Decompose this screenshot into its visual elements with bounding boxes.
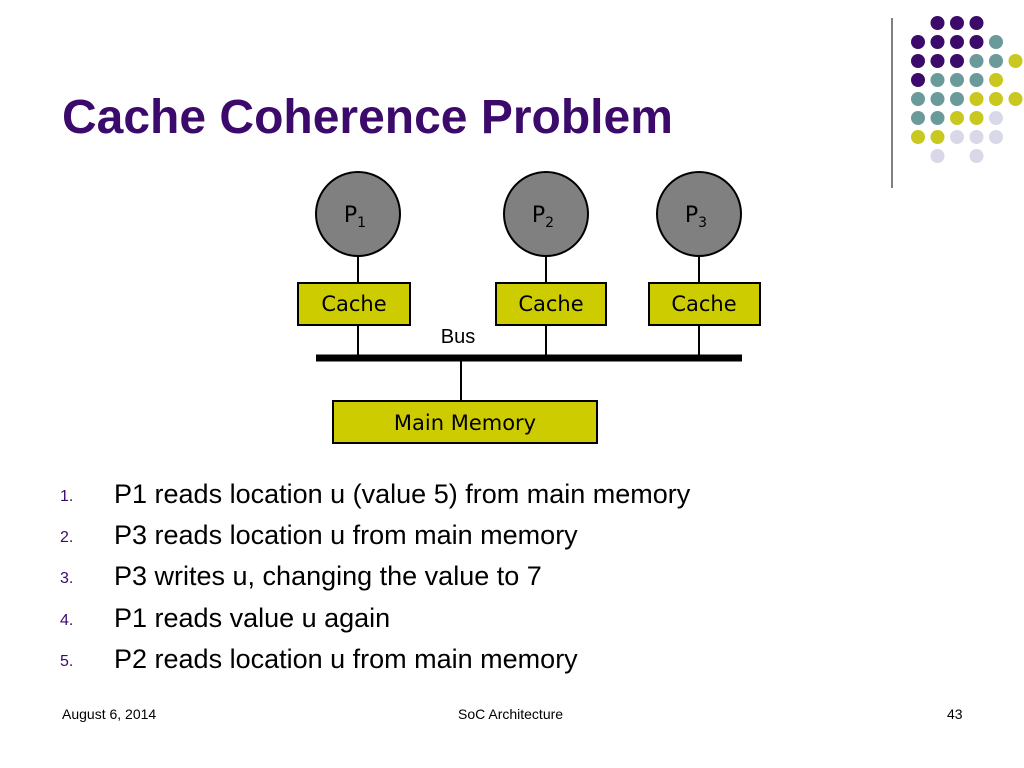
decorative-dot bbox=[911, 92, 925, 106]
decorative-dot bbox=[930, 73, 945, 87]
decorative-dot bbox=[1008, 54, 1023, 68]
list-item: 4. P1 reads value u again bbox=[60, 600, 690, 641]
decorative-dot bbox=[969, 35, 984, 49]
decorative-dot bbox=[950, 54, 964, 68]
list-item: 1. P1 reads location u (value 5) from ma… bbox=[60, 476, 690, 517]
list-item: 2. P3 reads location u from main memory bbox=[60, 517, 690, 558]
decorative-dot bbox=[969, 111, 984, 125]
processor-p1-subscript: 1 bbox=[357, 215, 366, 231]
decorative-dot bbox=[989, 54, 1003, 68]
decorative-dot bbox=[950, 92, 964, 106]
decorative-dot bbox=[930, 54, 945, 68]
main-memory: Main Memory bbox=[332, 400, 598, 444]
processor-p3-subscript: 3 bbox=[698, 215, 707, 231]
svg-text:P1: P1 bbox=[344, 203, 366, 231]
slide-title: Cache Coherence Problem bbox=[62, 91, 673, 144]
footer-date: August 6, 2014 bbox=[62, 706, 157, 722]
step-text: P2 reads location u from main memory bbox=[114, 643, 578, 674]
decorative-dot bbox=[911, 130, 925, 144]
step-number: 5. bbox=[60, 652, 74, 670]
processor-p1-label: P bbox=[344, 203, 357, 228]
step-number: 2. bbox=[60, 529, 74, 547]
decorative-dot bbox=[989, 35, 1003, 49]
decorative-dot bbox=[930, 35, 945, 49]
step-number: 3. bbox=[60, 570, 74, 588]
decorative-dot bbox=[989, 92, 1003, 106]
processor-p2-subscript: 2 bbox=[545, 215, 554, 231]
decorative-dot bbox=[950, 73, 964, 87]
bus-label: Bus bbox=[441, 326, 475, 348]
svg-text:P3: P3 bbox=[685, 203, 707, 231]
decorative-dot bbox=[969, 73, 984, 87]
decorative-dot bbox=[969, 149, 984, 163]
step-number: 4. bbox=[60, 611, 74, 629]
cache-1-label: Cache bbox=[321, 292, 386, 316]
list-item: 3. P3 writes u, changing the value to 7 bbox=[60, 558, 690, 599]
decorative-dot bbox=[911, 111, 925, 125]
decorative-dot bbox=[969, 92, 984, 106]
cache-3: Cache bbox=[648, 282, 761, 326]
main-memory-label: Main Memory bbox=[394, 411, 536, 435]
decorative-dot bbox=[930, 92, 945, 106]
decorative-dot bbox=[930, 111, 945, 125]
step-text: P3 writes u, changing the value to 7 bbox=[114, 561, 542, 592]
processor-p2: P2 bbox=[503, 171, 589, 257]
decorative-dot bbox=[969, 16, 984, 30]
step-text: P3 reads location u from main memory bbox=[114, 520, 578, 551]
processor-p1: P1 bbox=[315, 171, 401, 257]
footer-title: SoC Architecture bbox=[458, 706, 564, 722]
cache-2: Cache bbox=[495, 282, 607, 326]
step-text: P1 reads value u again bbox=[114, 602, 391, 633]
decorative-dot bbox=[930, 149, 945, 163]
decorative-dot bbox=[950, 16, 964, 30]
list-item: 5. P2 reads location u from main memory bbox=[60, 641, 690, 682]
decorative-dot bbox=[989, 111, 1003, 125]
decorative-dot bbox=[930, 130, 945, 144]
decorative-dot-grid bbox=[911, 16, 1023, 163]
processor-p3-label: P bbox=[685, 203, 698, 228]
steps-list: 1. P1 reads location u (value 5) from ma… bbox=[60, 476, 690, 682]
cache-3-label: Cache bbox=[671, 292, 736, 316]
decorative-dot bbox=[930, 16, 945, 30]
decorative-dot bbox=[911, 35, 925, 49]
decorative-dot bbox=[969, 130, 984, 144]
decorative-dot bbox=[950, 111, 964, 125]
decorative-divider-line bbox=[891, 18, 893, 188]
decorative-dot bbox=[969, 54, 984, 68]
footer-page-number: 43 bbox=[947, 706, 963, 722]
decorative-dot bbox=[950, 130, 964, 144]
step-number: 1. bbox=[60, 488, 74, 505]
decorative-dot bbox=[989, 130, 1003, 144]
svg-text:P2: P2 bbox=[532, 203, 554, 231]
cache-1: Cache bbox=[297, 282, 411, 326]
processor-p2-label: P bbox=[532, 203, 545, 228]
cache-2-label: Cache bbox=[518, 292, 583, 316]
decorative-dot bbox=[911, 73, 925, 87]
decorative-dot bbox=[911, 54, 925, 68]
decorative-dot bbox=[1008, 92, 1023, 106]
step-text: P1 reads location u (value 5) from main … bbox=[114, 479, 691, 509]
decorative-dot bbox=[989, 73, 1003, 87]
processor-p3: P3 bbox=[656, 171, 742, 257]
decorative-dot bbox=[950, 35, 964, 49]
cache-coherence-diagram: P1 P2 P3 Cache Cache Cache Bus Main Memo… bbox=[297, 171, 761, 444]
